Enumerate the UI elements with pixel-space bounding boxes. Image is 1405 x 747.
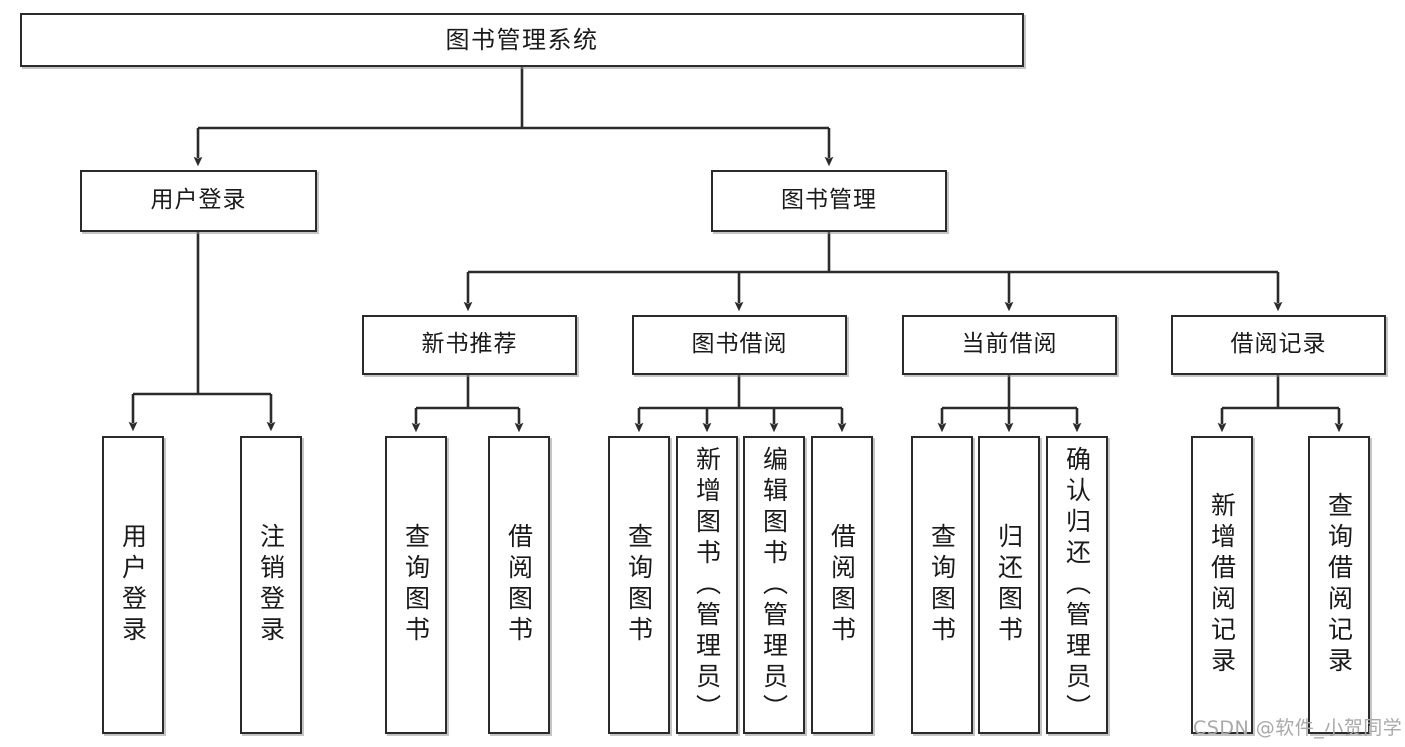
leaf-user-login-login[interactable]: 用户登录: [102, 436, 164, 734]
node-label: 图书管理: [781, 187, 877, 214]
node-label: 用户登录: [150, 187, 247, 214]
node-label: 新书推荐: [421, 331, 518, 358]
node-borrow-record[interactable]: 借阅记录: [1171, 315, 1386, 375]
node-label: 用户登录: [118, 523, 148, 647]
node-book-borrow[interactable]: 图书借阅: [632, 315, 847, 375]
leaf-current-borrow-query[interactable]: 查询图书: [911, 436, 973, 734]
node-label: 归还图书: [994, 523, 1024, 647]
leaf-book-borrow-query[interactable]: 查询图书: [608, 436, 670, 734]
node-label: 新增图书（管理员）: [692, 445, 722, 725]
node-label: 查询借阅记录: [1324, 492, 1354, 678]
leaf-current-borrow-confirm-return[interactable]: 确认归还（管理员）: [1046, 436, 1108, 734]
node-user-login[interactable]: 用户登录: [80, 170, 317, 232]
leaf-book-borrow-borrow[interactable]: 借阅图书: [811, 436, 873, 734]
node-label: 新增借阅记录: [1207, 492, 1237, 678]
node-label: 编辑图书（管理员）: [759, 445, 789, 725]
csdn-watermark: CSDN @软件_小贺同学: [1193, 717, 1403, 739]
node-label: 查询图书: [624, 523, 654, 647]
node-label: 查询图书: [927, 523, 957, 647]
node-label: 图书借阅: [691, 331, 788, 358]
node-label: 借阅记录: [1230, 331, 1327, 358]
leaf-book-borrow-edit[interactable]: 编辑图书（管理员）: [743, 436, 805, 734]
node-label: 借阅图书: [504, 523, 534, 647]
node-label: 图书管理系统: [445, 25, 599, 54]
node-label: 查询图书: [401, 523, 431, 647]
node-current-borrow[interactable]: 当前借阅: [902, 315, 1117, 375]
leaf-borrow-record-add[interactable]: 新增借阅记录: [1191, 436, 1253, 734]
leaf-current-borrow-return[interactable]: 归还图书: [978, 436, 1040, 734]
node-new-book-recommend[interactable]: 新书推荐: [362, 315, 577, 375]
leaf-borrow-record-query[interactable]: 查询借阅记录: [1308, 436, 1370, 734]
node-book-management[interactable]: 图书管理: [711, 170, 947, 232]
node-label: 确认归还（管理员）: [1062, 445, 1092, 725]
node-label: 借阅图书: [827, 523, 857, 647]
leaf-new-book-query[interactable]: 查询图书: [385, 436, 447, 734]
node-label: 注销登录: [256, 523, 286, 647]
node-root-system[interactable]: 图书管理系统: [20, 13, 1024, 67]
leaf-new-book-borrow[interactable]: 借阅图书: [488, 436, 550, 734]
node-label: 当前借阅: [961, 331, 1058, 358]
leaf-book-borrow-add[interactable]: 新增图书（管理员）: [676, 436, 738, 734]
leaf-user-login-logout[interactable]: 注销登录: [240, 436, 302, 734]
